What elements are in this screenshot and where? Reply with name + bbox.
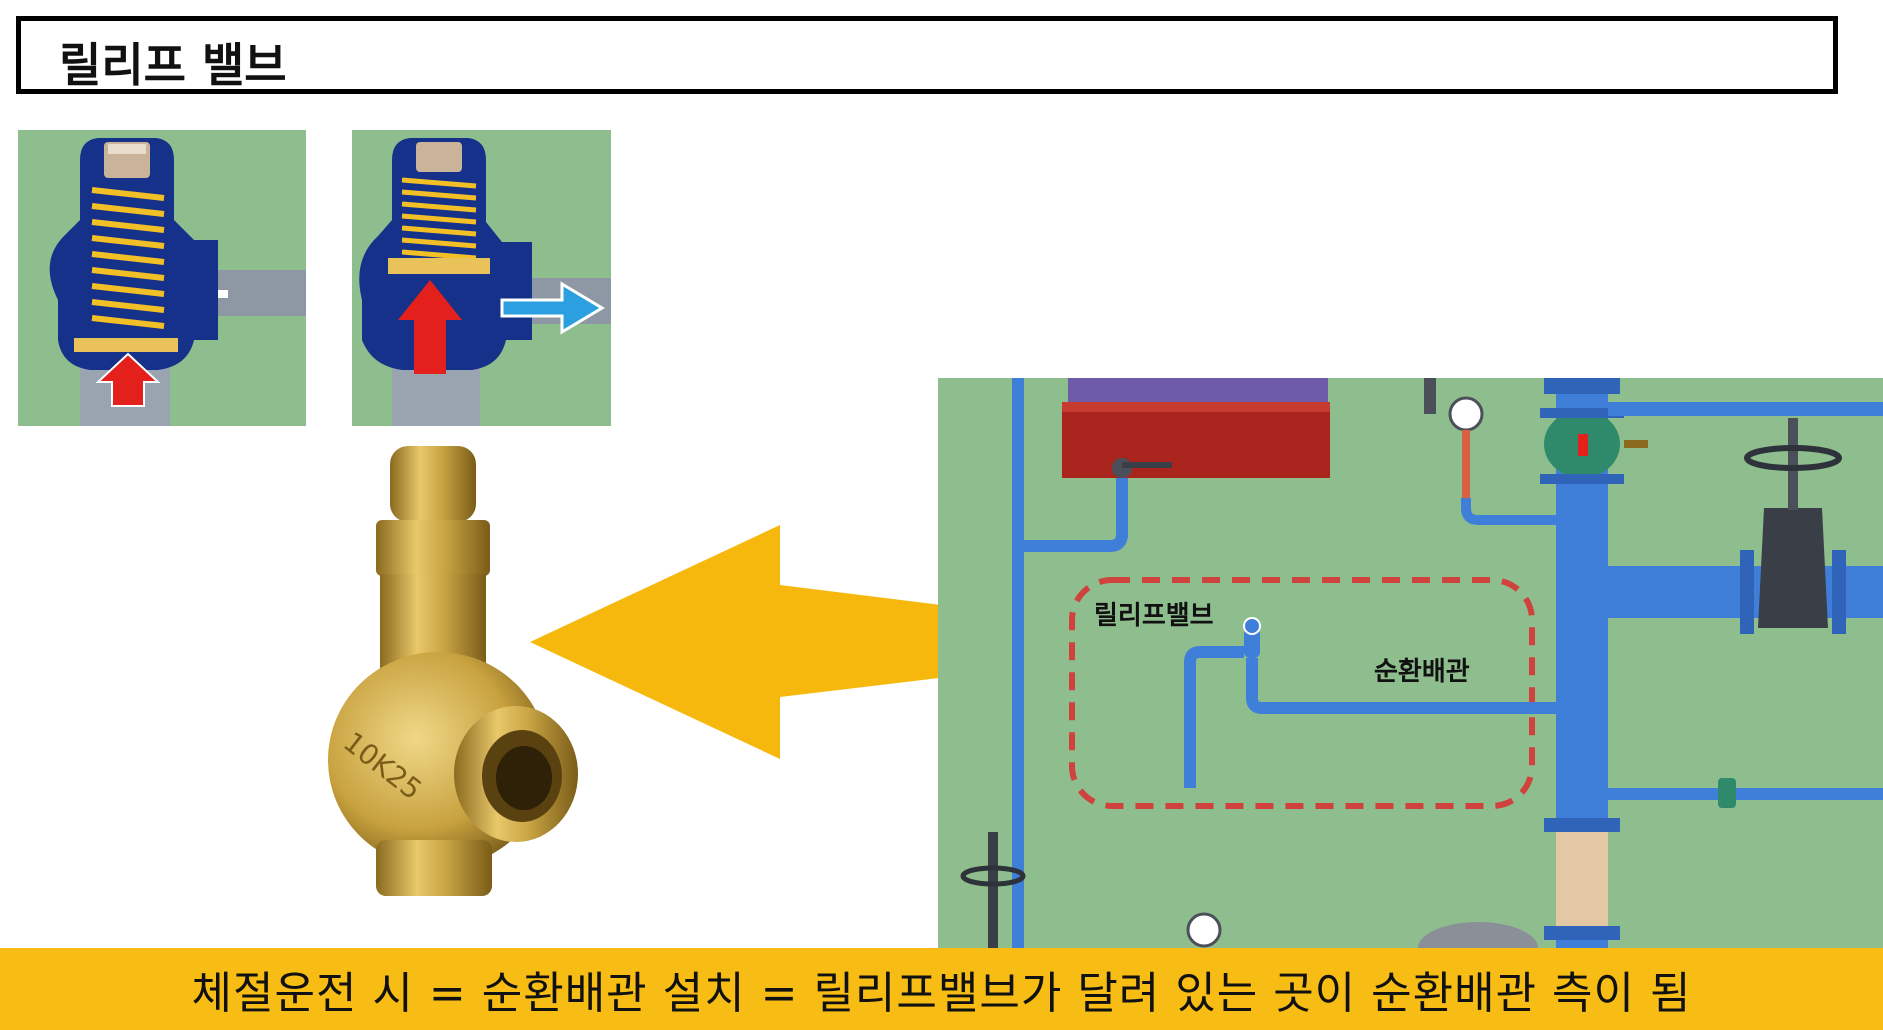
- brass-relief-valve: 10K25: [328, 446, 578, 896]
- pressure-gauge-lower: [1186, 912, 1222, 948]
- relief-valve-highlight-region: [1069, 577, 1535, 809]
- pump: [1418, 922, 1538, 948]
- small-inline-valve: [1718, 778, 1736, 808]
- pressure-arrow-up-large: [398, 280, 462, 374]
- valve-cutaway-closed: [18, 130, 306, 426]
- page-title: 릴리프 밸브: [59, 38, 287, 92]
- caption-text: 체절운전 시 = 순환배관 설치 = 릴리프밸브가 달려 있는 곳이 순환배관 …: [191, 968, 1692, 1019]
- gate-valve: [1758, 508, 1828, 628]
- relief-valve-small: [1244, 628, 1260, 658]
- discharge-arrow-right: [500, 281, 605, 335]
- gate-valve-lower-wheel-icon: [960, 865, 1026, 887]
- flexible-joint: [1556, 832, 1608, 928]
- piping-system-diagram: 릴리프밸브 순환배관: [938, 378, 1883, 948]
- discharge-pipe: [1556, 566, 1883, 618]
- circulation-pipe: [1246, 658, 1556, 714]
- gate-valve-wheel-icon: [1744, 445, 1842, 471]
- circulation-pipe-label: 순환배관: [1374, 657, 1470, 687]
- pressure-arrow-up: [95, 352, 161, 407]
- relief-valve-label: 릴리프밸브: [1094, 601, 1214, 631]
- title-box: 릴리프 밸브: [16, 16, 1838, 94]
- pressure-gauge: [1448, 396, 1484, 432]
- caption-banner: 체절운전 시 = 순환배관 설치 = 릴리프밸브가 달려 있는 곳이 순환배관 …: [0, 948, 1883, 1030]
- yellow-pointer-arrow: [530, 525, 1240, 759]
- valve-cutaway-open: [352, 130, 611, 426]
